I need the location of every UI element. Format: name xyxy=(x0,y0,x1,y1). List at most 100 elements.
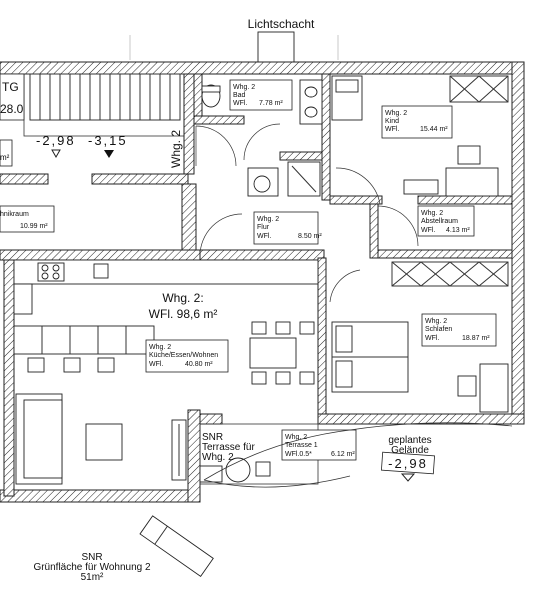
wall-living-right xyxy=(317,257,327,415)
wall-bath-bottom-left xyxy=(193,115,245,125)
kind-shelf xyxy=(403,179,439,195)
level-a: -2,98 xyxy=(36,133,76,148)
wall-left-living xyxy=(3,255,15,497)
schlafen-unit: Whg. 2 xyxy=(425,318,447,325)
garden-level-marker xyxy=(400,473,416,482)
bad-wfl: WFl. xyxy=(233,100,247,107)
stair-level-box xyxy=(0,73,25,121)
terrace-chair xyxy=(199,465,223,483)
door-swing-flur xyxy=(199,213,243,257)
bar-stool xyxy=(97,357,115,373)
kueche-area: 40.80 m² xyxy=(185,361,213,368)
dining-chair xyxy=(299,321,315,335)
schlafen-desk xyxy=(479,363,509,413)
door-swing-corridor xyxy=(195,125,237,167)
kueche-name: Küche/Essen/Wohnen xyxy=(149,352,218,359)
terrasse-area: 6.12 m² xyxy=(331,451,355,458)
wall-abstell-bottom xyxy=(377,249,513,259)
kueche-label-box xyxy=(145,339,229,373)
kitchen-island xyxy=(13,325,155,355)
kind-name: Kind xyxy=(385,118,399,125)
wall-bath-bottom-right xyxy=(279,151,327,161)
wall-living-top xyxy=(199,249,325,261)
bad-unit: Whg. 2 xyxy=(233,84,255,91)
flur-label-box xyxy=(253,211,319,245)
level-b-marker xyxy=(104,150,114,158)
kind-area: 15.44 m² xyxy=(420,126,448,133)
whg2-vertical-label: Whg. 2 xyxy=(169,130,183,168)
dining-chair xyxy=(251,321,267,335)
bad-area: 7.78 m² xyxy=(259,100,283,107)
technik-area: 10.99 m² xyxy=(20,223,48,230)
kitchen-counter xyxy=(13,259,319,285)
snr-bottom-2: Grünfläche für Wohnung 2 xyxy=(33,562,151,573)
wall-mid xyxy=(91,173,189,185)
wall-bottom-left xyxy=(0,489,201,503)
wall-right xyxy=(511,61,525,425)
level-a-marker xyxy=(51,149,61,159)
wall-stair-right xyxy=(183,73,195,175)
wall-bottom-right xyxy=(317,413,525,425)
fridge xyxy=(13,283,33,315)
bar-stool xyxy=(27,357,45,373)
wall-top xyxy=(0,61,525,75)
wall-kind-bottom-right xyxy=(417,195,513,205)
wall-terrace-left xyxy=(187,409,201,503)
terrasse-unit: Whg. 2 xyxy=(285,434,307,441)
flur-name: Flur xyxy=(257,224,270,231)
snr-terrace-1: SNR xyxy=(202,432,223,443)
stove-icon xyxy=(37,262,65,282)
abstell-unit: Whg. 2 xyxy=(421,210,443,217)
flur-wfl: WFl. xyxy=(257,233,271,240)
kind-desk xyxy=(445,167,499,197)
garden-level-box xyxy=(381,451,435,475)
schlafen-name: Schlafen xyxy=(425,326,452,333)
wall-technik-bottom xyxy=(0,249,201,261)
sun-lounger xyxy=(139,515,214,578)
wall-bottom-mid xyxy=(199,413,223,425)
abstell-label-box xyxy=(417,205,475,237)
garden-level-label-2: Gelände xyxy=(391,445,429,456)
dining-chair xyxy=(299,371,315,385)
terrace-chair xyxy=(255,461,271,477)
wall-vertical-technik xyxy=(181,183,197,257)
level-b: -3,15 xyxy=(88,133,128,148)
terrasse-wfl: WFl.0.5* xyxy=(285,451,312,458)
dining-table xyxy=(249,337,297,369)
garden-level-label-1: geplantes xyxy=(388,435,431,446)
kind-wfl: WFl. xyxy=(385,126,399,133)
snr-terrace-2: Terrasse für xyxy=(202,442,255,453)
snr-terrace-3: Whg. 2 xyxy=(202,452,234,463)
wall-bath-right xyxy=(321,73,331,201)
abstell-name: Abstellraum xyxy=(421,218,458,225)
wall-kind-bottom-left xyxy=(329,195,383,205)
technik-box xyxy=(0,205,55,233)
kitchen-sink-icon xyxy=(93,263,109,279)
abstell-wfl: WFl. xyxy=(421,227,435,234)
stairs xyxy=(29,73,181,121)
wall-left-mid xyxy=(0,173,49,185)
lichtschacht-box xyxy=(257,31,295,63)
terrasse-name: Terrasse 1 xyxy=(285,442,318,449)
bar-stool xyxy=(63,357,81,373)
kind-chair-icon xyxy=(457,145,481,165)
dining-chair xyxy=(251,371,267,385)
dining-chair xyxy=(275,371,291,385)
schlafen-label-box xyxy=(421,313,497,347)
kind-wardrobe xyxy=(449,75,509,103)
kueche-wfl: WFl. xyxy=(149,361,163,368)
stair-value: 28.0 xyxy=(0,102,24,116)
snr-bottom-3: 51m² xyxy=(81,572,104,583)
lichtschacht-label: Lichtschacht xyxy=(248,17,315,31)
schlafen-wfl: WFl. xyxy=(425,335,439,342)
schlafen-wardrobe xyxy=(391,261,509,287)
kind-unit: Whg. 2 xyxy=(385,110,407,117)
dining-chair xyxy=(275,321,291,335)
kind-label-box xyxy=(381,105,453,139)
snr-bottom-1: SNR xyxy=(81,552,102,563)
kueche-unit: Whg. 2 xyxy=(149,344,171,351)
abstell-area: 4.13 m² xyxy=(446,227,470,234)
unit-area: WFl. 98,6 m² xyxy=(149,307,218,321)
schlafen-chair-icon xyxy=(457,375,477,397)
